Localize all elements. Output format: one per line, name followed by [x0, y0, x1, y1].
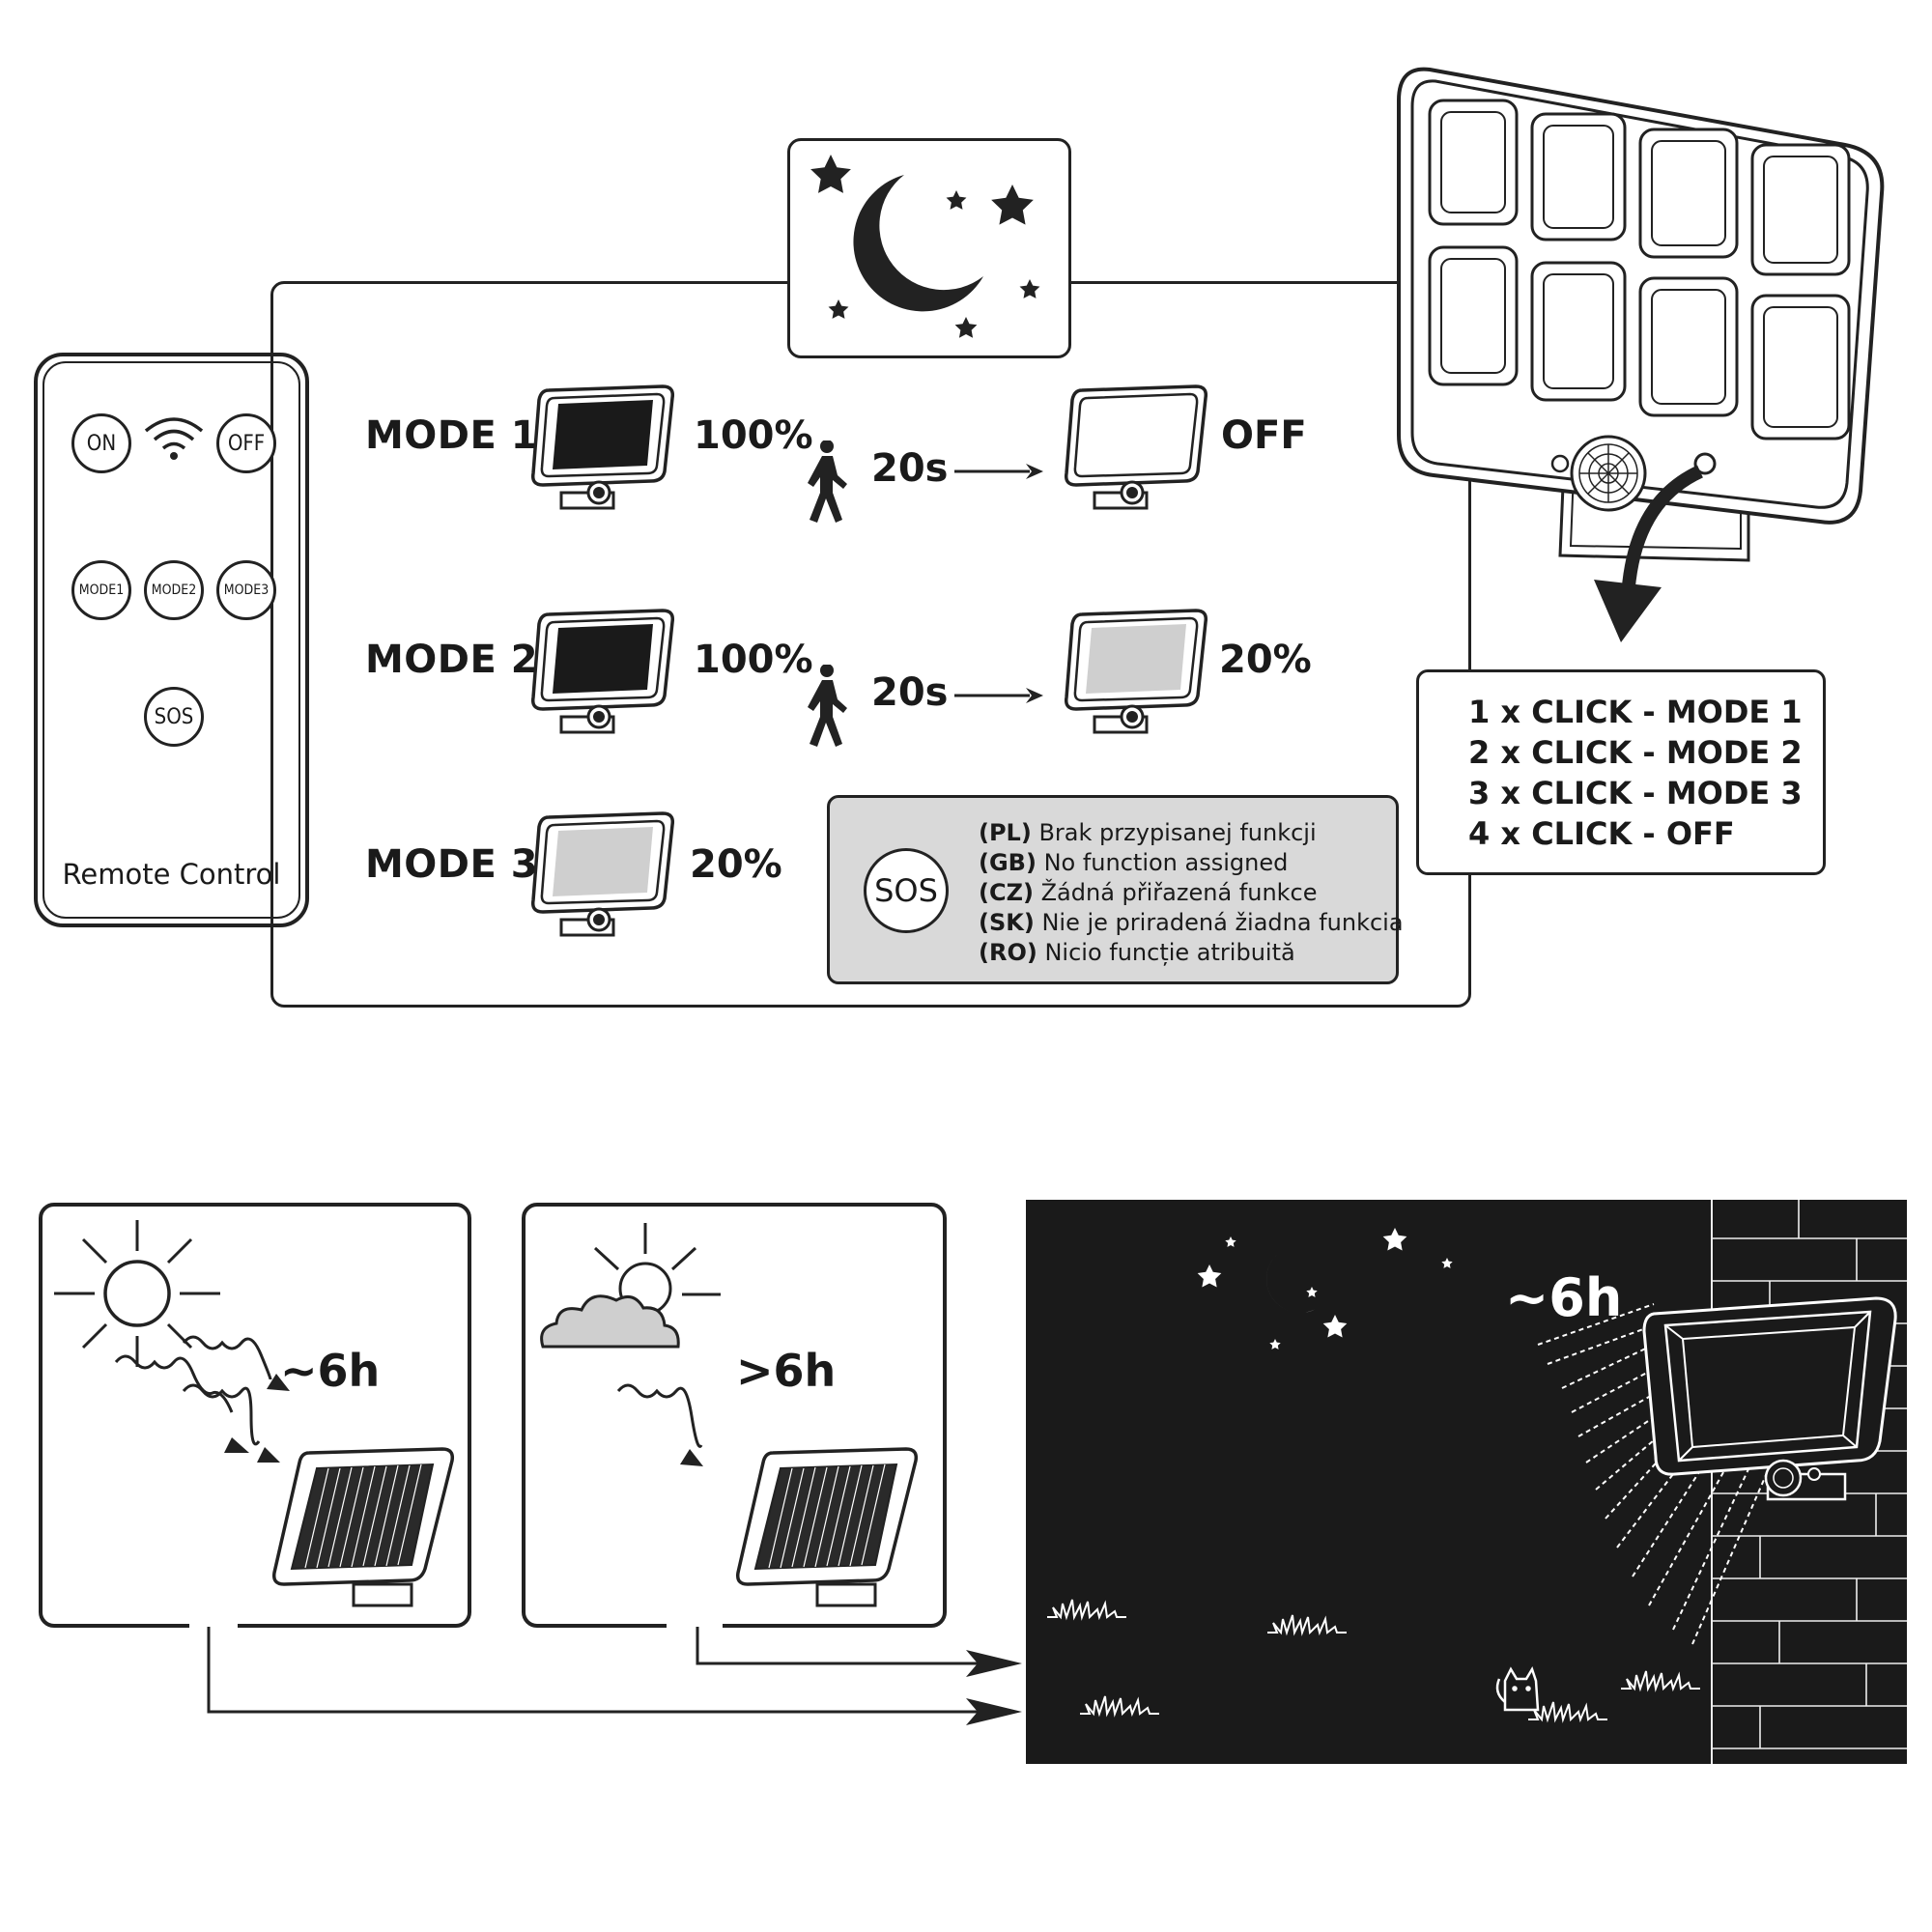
person-walking-icon — [808, 665, 847, 747]
solar-panel-icon — [1397, 67, 1885, 642]
mode3-label: MODE 3 — [365, 842, 539, 887]
remote-control-inner — [43, 361, 300, 919]
night-icon-box — [787, 138, 1071, 358]
click-line-4: 4 x CLICK - OFF — [1468, 815, 1735, 852]
sos-line-pl: (PL) Brak przypisanej funkcji — [979, 819, 1317, 846]
night-scene — [1026, 1200, 1907, 1764]
signal-icon — [144, 417, 204, 460]
click-line-1: 1 x CLICK - MODE 1 — [1468, 694, 1803, 730]
mode2-delay: 20s — [871, 670, 949, 715]
grass-icon — [1620, 1670, 1701, 1690]
sos-line-gb: (GB) No function assigned — [979, 849, 1289, 876]
floodlight-icon — [1642, 1296, 1897, 1501]
person-walking-icon — [808, 440, 847, 523]
connector-arrows — [207, 1627, 1022, 1725]
remote-on-button[interactable]: ON — [71, 413, 131, 473]
sunny-charge-time: ~6h — [280, 1345, 381, 1397]
remote-sos-button[interactable]: SOS — [144, 687, 204, 747]
remote-control — [34, 353, 309, 927]
arrow-icon — [954, 464, 1043, 479]
cat-icon — [1495, 1666, 1540, 1712]
remote-mode3-button[interactable]: MODE3 — [216, 560, 276, 620]
connector-gap — [667, 1622, 723, 1632]
mode3-brightness: 20% — [690, 842, 782, 887]
mode2-label: MODE 2 — [365, 638, 539, 682]
click-instructions — [1416, 669, 1826, 875]
connector-gap — [189, 1622, 238, 1632]
remote-caption: Remote Control — [62, 858, 281, 891]
remote-mode1-button[interactable]: MODE1 — [71, 560, 131, 620]
remote-off-button[interactable]: OFF — [216, 413, 276, 473]
floodlight-icon — [530, 811, 675, 937]
floodlight-icon — [1064, 384, 1208, 510]
click-line-3: 3 x CLICK - MODE 3 — [1468, 775, 1803, 811]
floodlight-icon — [530, 384, 675, 510]
arrow-icon — [954, 688, 1043, 703]
sos-line-cz: (CZ) Žádná přiřazená funkce — [979, 879, 1318, 906]
moon-icon — [810, 155, 1040, 338]
moon-icon — [1265, 1250, 1318, 1313]
mode2-after: 20% — [1219, 638, 1312, 682]
grass-icon — [1046, 1599, 1127, 1618]
solar-panel-icon — [735, 1447, 919, 1607]
motion-sensor-icon — [1764, 1459, 1803, 1497]
grass-icon — [1079, 1695, 1160, 1715]
sos-icon: SOS — [864, 848, 949, 933]
mode1-brightness: 100% — [694, 413, 813, 458]
night-illustration — [1046, 1200, 1907, 1764]
mode1-after: OFF — [1221, 413, 1307, 458]
mode1-label: MODE 1 — [365, 413, 539, 458]
floodlight-icon — [1064, 609, 1208, 734]
click-line-2: 2 x CLICK - MODE 2 — [1468, 734, 1803, 771]
wave-arrow-icon — [616, 1383, 703, 1466]
grass-icon — [1527, 1701, 1608, 1720]
wave-arrow-icon — [114, 1335, 290, 1463]
sos-line-sk: (SK) Nie je priradená žiadna funkcia — [979, 909, 1404, 936]
solar-panel-icon — [271, 1447, 455, 1607]
cloudy-charge-time: >6h — [736, 1345, 837, 1397]
remote-mode2-button[interactable]: MODE2 — [144, 560, 204, 620]
grass-icon — [1266, 1614, 1348, 1634]
sun-icon — [54, 1220, 220, 1367]
cloud-icon — [540, 1223, 721, 1349]
night-runtime: ~6h — [1505, 1267, 1623, 1328]
floodlight-icon — [530, 609, 675, 734]
mode1-delay: 20s — [871, 446, 949, 491]
sos-line-ro: (RO) Nicio funcție atribuită — [979, 939, 1295, 966]
mode2-brightness: 100% — [694, 638, 813, 682]
